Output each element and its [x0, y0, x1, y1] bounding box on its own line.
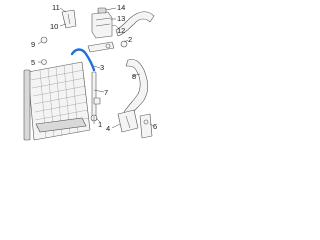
callout-9: 9 — [31, 40, 35, 49]
upper-mount-bracket — [61, 9, 77, 29]
upper-hose-right — [115, 11, 155, 37]
callout-5: 5 — [31, 58, 35, 67]
lower-bracket-assembly — [117, 109, 153, 139]
radiator-support-bar — [87, 41, 115, 53]
callout-7: 7 — [104, 88, 108, 97]
callout-3: 3 — [100, 63, 104, 72]
radiator-side-bracket — [90, 71, 98, 124]
callout-4: 4 — [106, 124, 110, 133]
left-small-parts — [40, 36, 101, 105]
callout-11: 11 — [52, 3, 60, 12]
highlighted-hose-path — [70, 48, 96, 72]
callout-leader-lines — [37, 7, 155, 129]
lower-radiator-hose — [123, 59, 149, 117]
callout-13: 13 — [117, 14, 125, 23]
callout-14: 14 — [117, 3, 125, 12]
callout-labels: 14 13 12 11 10 2 9 5 3 8 7 6 4 1 — [31, 3, 157, 133]
coolant-reservoir-tank — [91, 7, 119, 39]
radiator-parts-diagram: 14 13 12 11 10 2 9 5 3 8 7 6 4 1 — [23, 3, 157, 141]
callout-12: 12 — [117, 26, 125, 35]
callout-2: 2 — [128, 35, 132, 44]
callout-6: 6 — [153, 122, 157, 131]
callout-8: 8 — [132, 72, 136, 81]
hose-clamp-upper — [120, 40, 128, 48]
lower-shroud — [35, 117, 87, 133]
callout-1: 1 — [98, 120, 102, 129]
callout-10: 10 — [50, 22, 58, 31]
upper-radiator-hose-highlighted — [70, 48, 96, 72]
